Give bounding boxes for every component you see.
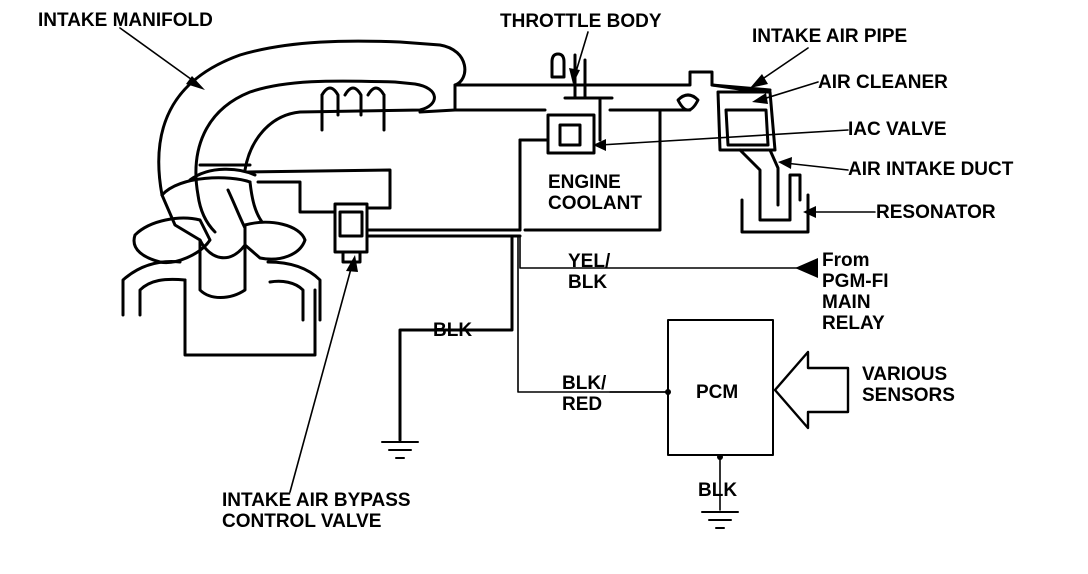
air-cleaner-filter [724, 108, 770, 147]
runner-left [160, 193, 202, 242]
leader-bypass-valve-arrow [346, 255, 358, 272]
label-yel-blk: YEL/ BLK [568, 251, 611, 293]
leader-intake-manifold [119, 27, 196, 83]
wire-blk [398, 234, 514, 442]
vacuum-hose [246, 168, 392, 210]
plenum-loop [320, 93, 386, 132]
air-cleaner-top [710, 83, 772, 92]
coolant-hose [523, 108, 662, 232]
intake-air-pipe-loop [676, 93, 700, 112]
exhaust-right-inner [268, 279, 305, 322]
label-engine-coolant: ENGINE COOLANT [548, 172, 642, 214]
intake-manifold-runner [157, 39, 547, 197]
manifold-base-2 [188, 167, 257, 182]
exhaust-left [121, 260, 182, 317]
resonator-box [740, 193, 810, 234]
engine-head-right [243, 220, 307, 261]
various-sensors-arrow [773, 350, 850, 430]
engine-head-left [132, 216, 212, 265]
leader-intake-air-pipe-arrow [750, 74, 768, 88]
ground-symbol-bottom [701, 511, 739, 529]
vacuum-hose [256, 180, 337, 214]
leader-air-cleaner-arrow [752, 93, 768, 104]
leader-air-intake-duct-arrow [778, 157, 792, 169]
label-blk-bottom: BLK [698, 480, 738, 501]
exhaust-right [266, 260, 322, 322]
leader-air-cleaner [759, 81, 819, 101]
runner-right-2 [248, 180, 264, 224]
leader-throttle-body-arrow [569, 68, 580, 84]
bypass-valve-coil [338, 210, 364, 238]
air-intake-duct [738, 148, 762, 207]
junction-dot-pcm-left [665, 389, 671, 395]
air-intake-duct [768, 148, 780, 207]
label-blk-red: BLK/ RED [562, 373, 607, 415]
label-intake-air-pipe: INTAKE AIR PIPE [752, 26, 908, 47]
label-air-cleaner: AIR CLEANER [818, 72, 948, 93]
junction-dot-pcm-bottom [717, 454, 723, 460]
resonator-inner [758, 173, 802, 222]
wire-yel-blk [519, 235, 801, 269]
throttle-body-block [546, 113, 596, 155]
manifold-base [160, 176, 252, 197]
label-pcm: PCM [696, 382, 739, 403]
plenum-loop [343, 86, 363, 117]
engine-block [183, 278, 317, 357]
leader-resonator-arrow [803, 206, 816, 218]
label-intake-manifold: INTAKE MANIFOLD [38, 10, 213, 31]
throttle-body-sensor [558, 123, 582, 147]
throttle-linkage [550, 52, 566, 79]
label-intake-air-bypass-control-valve: INTAKE AIR BYPASS CONTROL VALVE [222, 490, 411, 532]
label-resonator: RESONATOR [876, 202, 996, 223]
intake-manifold-runner-inner [194, 79, 436, 197]
engine-center [198, 238, 247, 299]
label-various-sensors: VARIOUS SENSORS [862, 364, 955, 406]
from-relay-arrow [795, 258, 818, 278]
plenum-loop [320, 86, 340, 117]
leader-iac-valve [599, 129, 849, 146]
leader-intake-air-pipe [757, 47, 809, 83]
label-throttle-body: THROTTLE BODY [500, 11, 662, 32]
exhaust-left-inner [138, 277, 187, 317]
leader-throttle-body [574, 31, 589, 76]
runner-left-2 [196, 193, 217, 234]
runner-right [226, 188, 247, 230]
label-from-pgm-fi-main-relay: From PGM-FI MAIN RELAY [822, 250, 889, 334]
leader-air-intake-duct [784, 162, 849, 171]
label-iac-valve: IAC VALVE [848, 119, 947, 140]
ground-symbol-left [381, 441, 419, 459]
leader-iac-valve-arrow [593, 139, 606, 151]
label-air-intake-duct: AIR INTAKE DUCT [848, 159, 1014, 180]
air-cleaner-body [716, 90, 777, 152]
bypass-valve-body [333, 202, 369, 254]
leader-bypass-valve [289, 264, 353, 493]
leader-intake-manifold-arrow [186, 76, 205, 90]
label-blk-left: BLK [433, 320, 473, 341]
